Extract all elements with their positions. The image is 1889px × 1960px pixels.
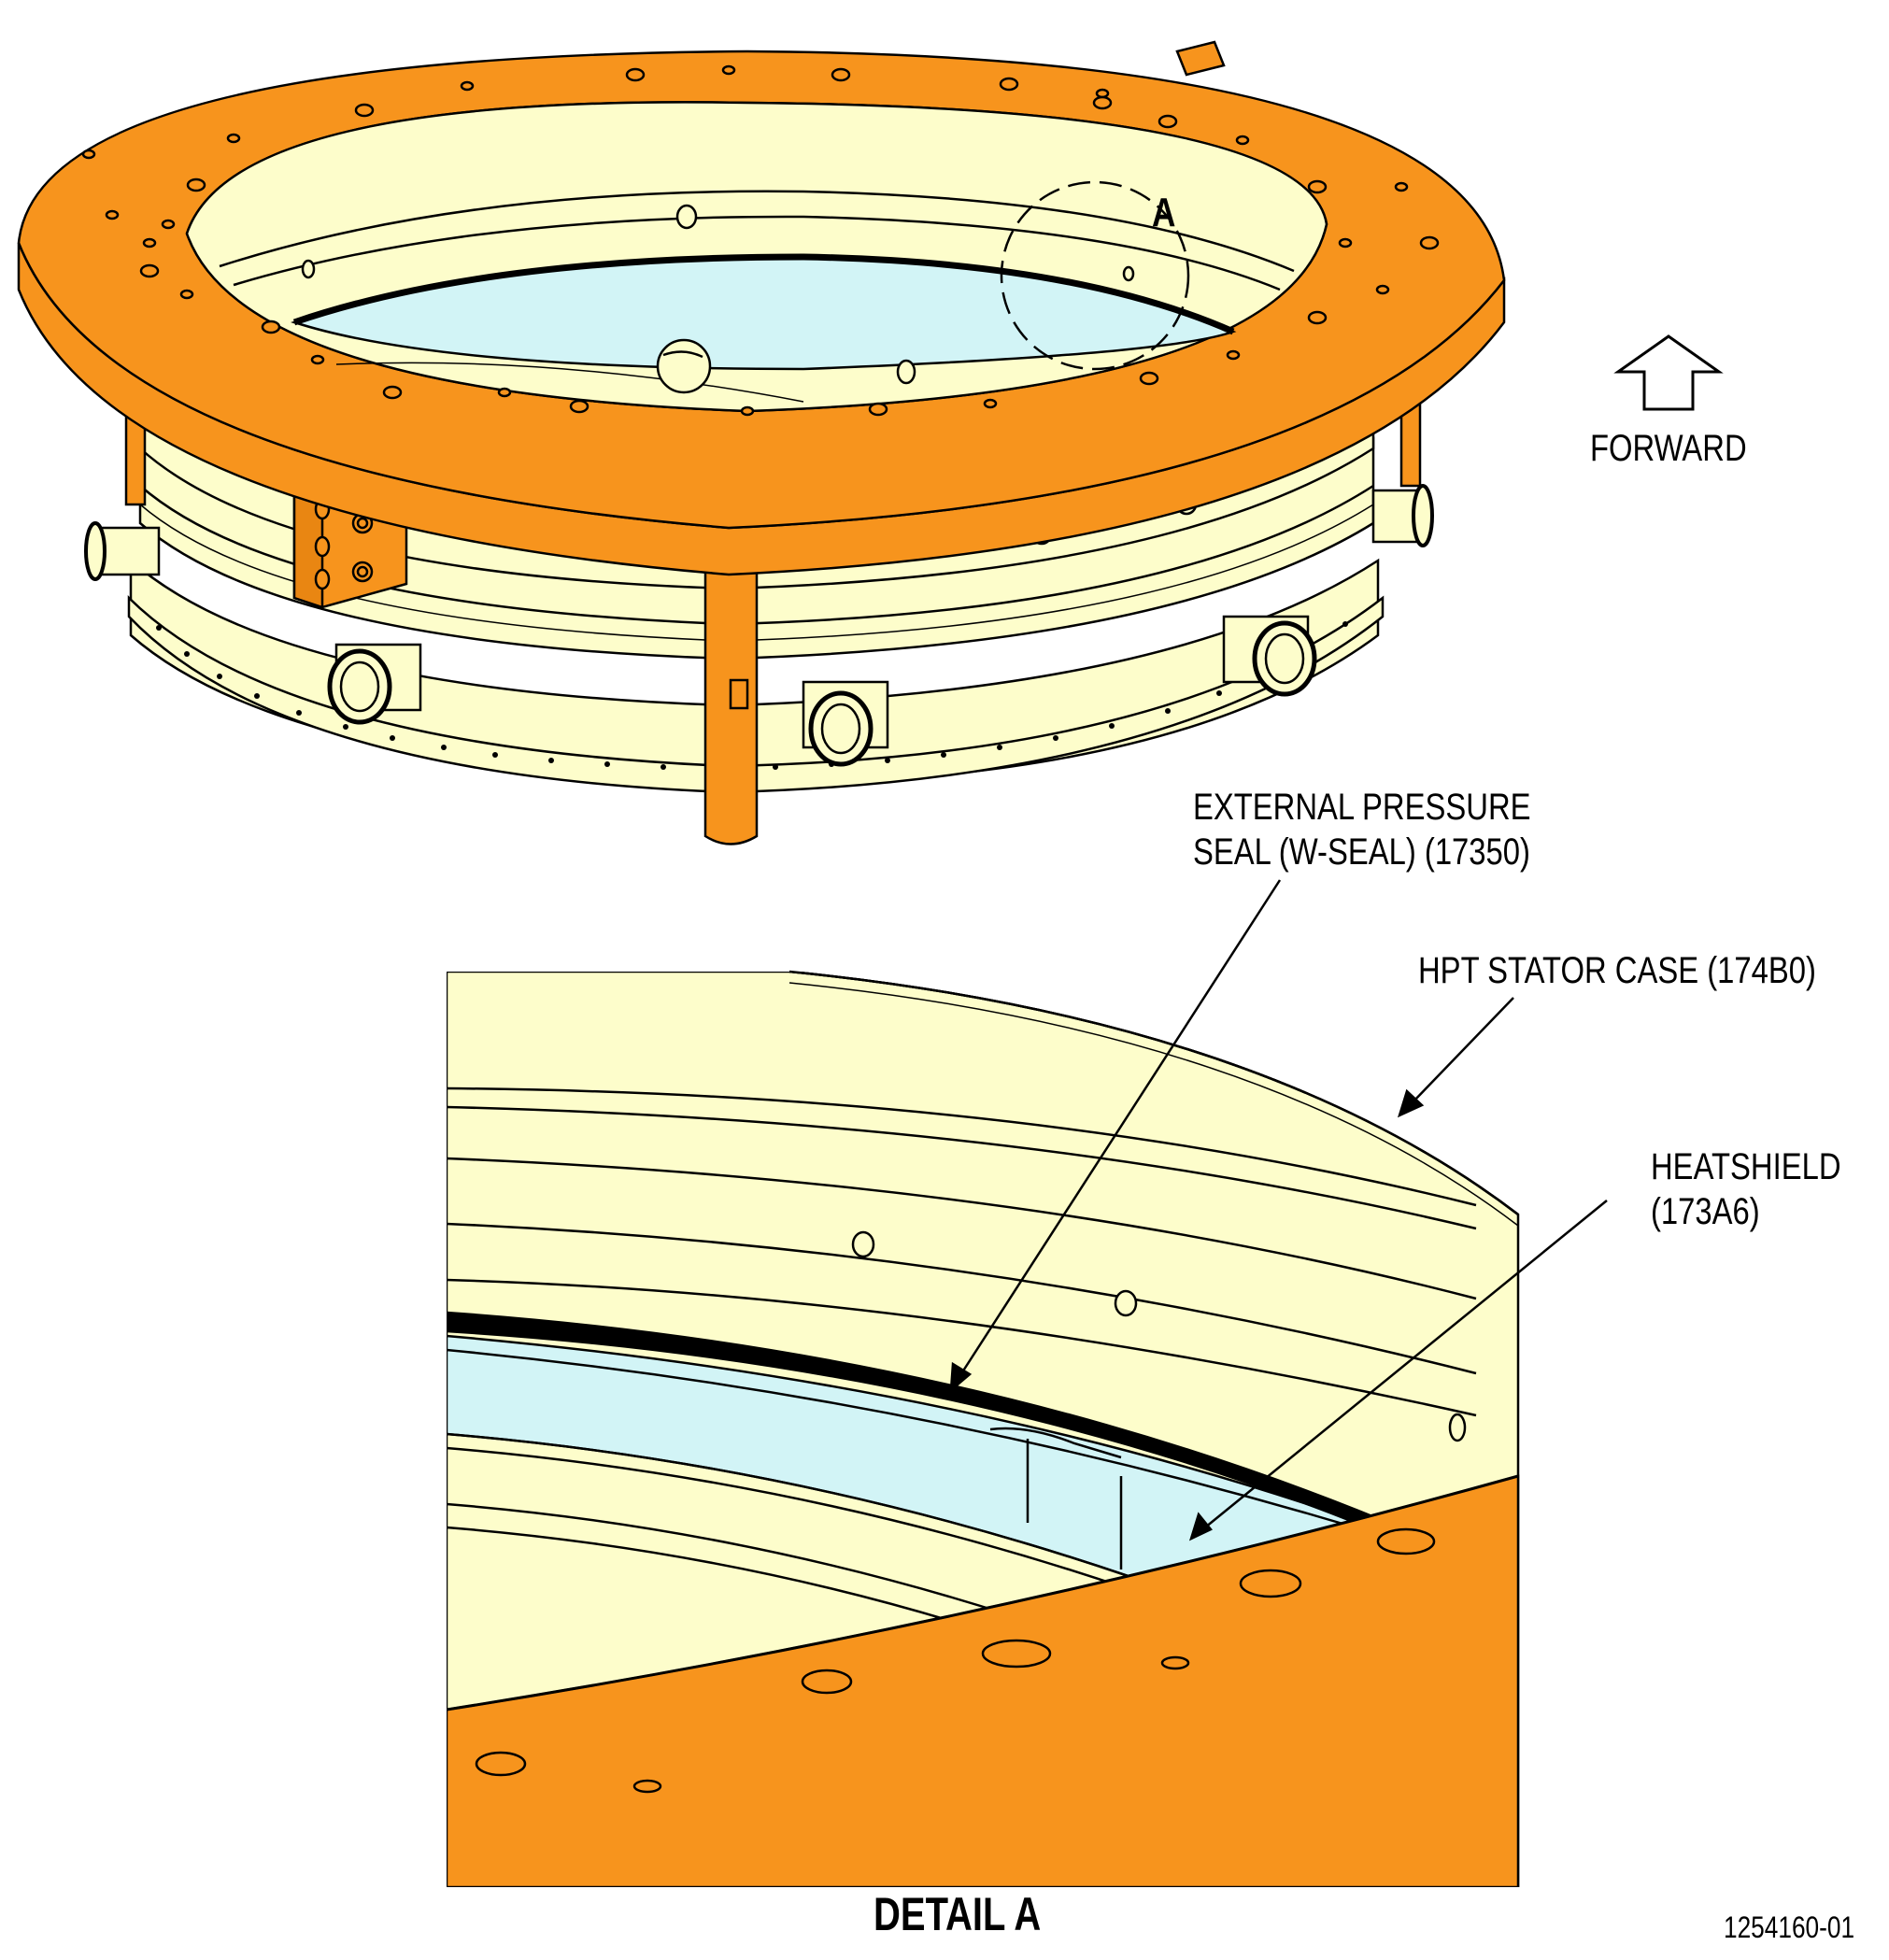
case-port-left xyxy=(84,521,161,581)
figure-number: 1254160-01 xyxy=(1724,1910,1855,1944)
heatshield-callout: HEATSHIELD (173A6) xyxy=(1651,1144,1841,1234)
stator-case-lower-flange xyxy=(127,595,1385,794)
stator-case-arrowhead xyxy=(1397,1088,1425,1118)
stator-case-callout: HPT STATOR CASE (174B0) xyxy=(1418,948,1816,993)
forward-direction-label: FORWARD xyxy=(1590,428,1747,469)
w-seal-callout-line-1: EXTERNAL PRESSURE xyxy=(1193,787,1531,828)
detail-title: DETAIL A xyxy=(873,1888,1042,1940)
case-port-right xyxy=(1371,484,1434,547)
heatshield-arrowhead xyxy=(1188,1512,1213,1541)
up-arrow-icon xyxy=(1613,334,1724,411)
detail-a-marker-circle xyxy=(1000,180,1190,371)
detail-a-view xyxy=(447,972,1520,1887)
heatshield-callout-line-2: (173A6) xyxy=(1651,1191,1760,1232)
case-boss-center xyxy=(802,680,889,767)
leader-lines xyxy=(949,879,1608,1541)
w-seal-callout: EXTERNAL PRESSURE SEAL (W-SEAL) (17350) xyxy=(1193,785,1531,874)
detail-a-marker-label: A xyxy=(1152,190,1176,235)
w-seal-callout-line-2: SEAL (W-SEAL) (17350) xyxy=(1193,831,1530,873)
fixture-legs xyxy=(124,395,1422,845)
fixture-ring-bolt-holes xyxy=(81,64,1440,417)
stator-case-callout-line-1: HPT STATOR CASE (174B0) xyxy=(1418,950,1816,991)
case-boss-left xyxy=(327,643,422,725)
stator-assembly-view xyxy=(17,40,1506,845)
case-boss-right xyxy=(1222,615,1317,697)
w-seal-arrowhead xyxy=(949,1361,973,1393)
heatshield-callout-line-1: HEATSHIELD xyxy=(1651,1146,1841,1187)
detail-ring-bolt-holes xyxy=(475,1527,1436,1794)
fixture-top-lug xyxy=(1175,40,1226,77)
